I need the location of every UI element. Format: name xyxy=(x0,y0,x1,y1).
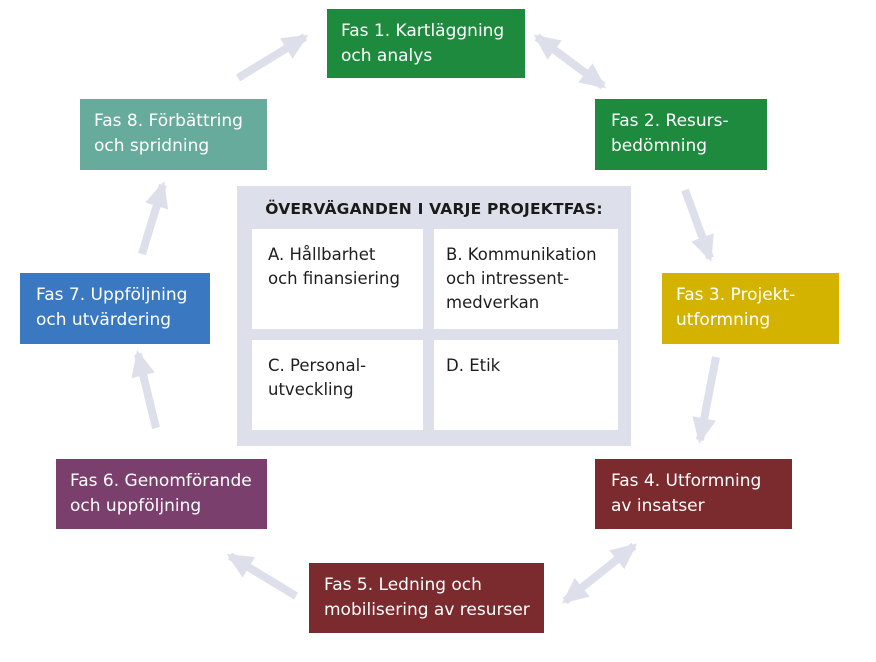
phase-1-box: Fas 1. Kartläggning och analys xyxy=(327,9,525,78)
consideration-a: A. Hållbarhet och finansiering xyxy=(252,229,423,329)
phase-8-line-2: och spridning xyxy=(94,136,210,156)
consideration-b-line-1: B. Kommunikation xyxy=(446,245,597,264)
phase-3-line-2: utformning xyxy=(676,310,771,330)
arrow-phase2-to-phase3 xyxy=(681,188,714,262)
arrow-phase7-to-phase8 xyxy=(138,181,169,256)
arrow-phase4-phase5 xyxy=(561,542,638,605)
consideration-c: C. Personal- utveckling xyxy=(252,340,423,430)
phase-5-line-1: Fas 5. Ledning och xyxy=(324,575,482,595)
phase-5-box: Fas 5. Ledning och mobilisering av resur… xyxy=(309,563,544,633)
phase-7-line-1: Fas 7. Uppföljning xyxy=(36,285,188,305)
phase-6-line-1: Fas 6. Genomförande xyxy=(70,471,252,491)
arrow-phase5-to-phase6 xyxy=(226,552,299,600)
phase-4-line-2: av insatser xyxy=(611,496,705,516)
consideration-d-line-1: D. Etik xyxy=(446,356,501,375)
arrow-phase8-to-phase1 xyxy=(235,33,309,82)
phase-3-box: Fas 3. Projekt- utformning xyxy=(662,273,839,344)
phase-1-line-1: Fas 1. Kartläggning xyxy=(341,21,505,41)
phase-8-line-1: Fas 8. Förbättring xyxy=(94,111,243,131)
phase-7-box: Fas 7. Uppföljning och utvärdering xyxy=(20,273,210,344)
phase-2-box: Fas 2. Resurs- bedömning xyxy=(595,99,767,170)
consideration-a-line-1: A. Hållbarhet xyxy=(268,245,376,264)
consideration-c-line-2: utveckling xyxy=(268,380,354,399)
consideration-c-line-1: C. Personal- xyxy=(268,356,367,375)
consideration-d: D. Etik xyxy=(434,340,618,430)
considerations-title: ÖVERVÄGANDEN I VARJE PROJEKTFAS: xyxy=(265,200,603,218)
phase-8-box: Fas 8. Förbättring och spridning xyxy=(80,99,267,170)
phase-7-line-2: och utvärdering xyxy=(36,310,172,330)
consideration-b-line-3: medverkan xyxy=(446,293,540,312)
arrow-phase3-to-phase4 xyxy=(692,356,720,444)
consideration-b-line-2: och intressent- xyxy=(446,269,570,288)
arrow-phase6-to-phase7 xyxy=(131,350,160,429)
phase-2-line-2: bedömning xyxy=(611,136,708,156)
phase-6-line-2: och uppföljning xyxy=(70,496,202,516)
phase-2-line-1: Fas 2. Resurs- xyxy=(611,111,729,131)
consideration-a-line-2: och finansiering xyxy=(268,269,400,288)
phase-5-line-2: mobilisering av resurser xyxy=(324,600,530,620)
considerations-panel: ÖVERVÄGANDEN I VARJE PROJEKTFAS: A. Håll… xyxy=(237,186,631,446)
phase-6-box: Fas 6. Genomförande och uppföljning xyxy=(56,459,267,529)
phase-4-box: Fas 4. Utformning av insatser xyxy=(595,459,792,529)
phase-4-line-1: Fas 4. Utformning xyxy=(611,471,762,491)
consideration-b: B. Kommunikation och intressent- medverk… xyxy=(434,229,618,329)
phase-1-line-2: och analys xyxy=(341,46,433,66)
arrow-phase1-phase2 xyxy=(533,33,607,90)
phase-3-line-1: Fas 3. Projekt- xyxy=(676,285,796,305)
